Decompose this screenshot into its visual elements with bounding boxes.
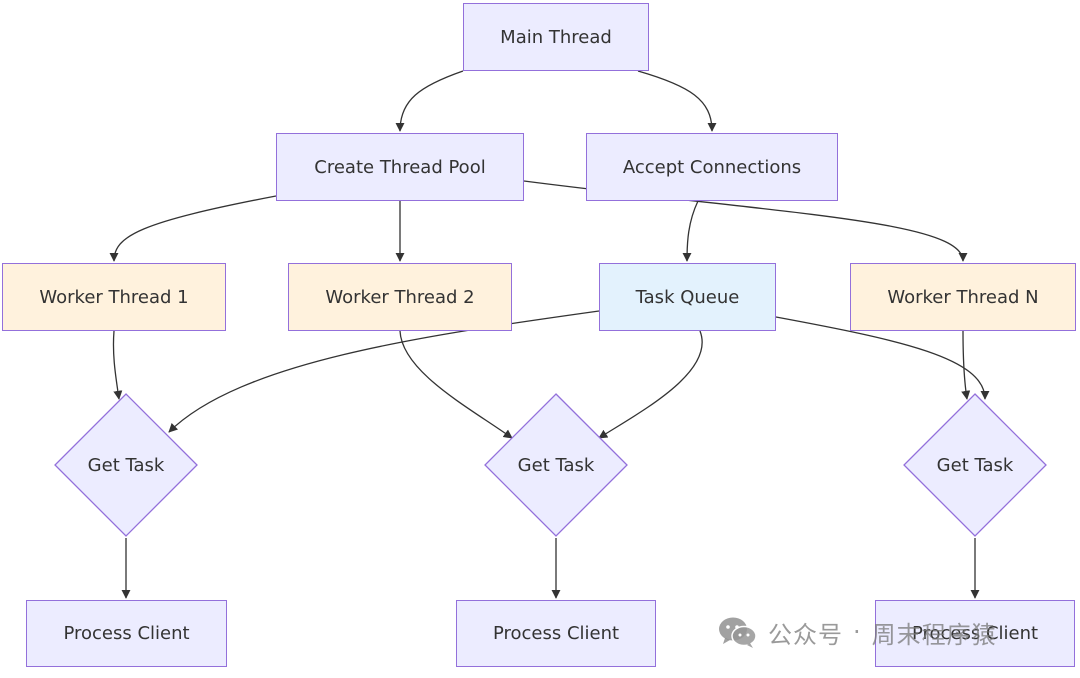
node-process-client-1: Process Client [26,600,227,667]
edge-pool-to-worker-1 [109,195,277,262]
node-process-client-3-label: Process Client [911,623,1039,644]
node-get-task-2-label: Get Task [517,454,595,476]
node-get-task-2: Get Task [484,393,628,537]
node-get-task-3: Get Task [903,393,1047,537]
edge-queue-to-get-task-1 [168,310,600,433]
node-create-thread-pool: Create Thread Pool [276,133,524,201]
edge-worker-2-to-get-task-2 [399,330,513,439]
edge-worker-1-to-get-task-1 [112,330,123,400]
edge-main-to-accept [637,70,717,132]
diamond-shape [54,393,198,537]
node-process-client-3: Process Client [875,600,1075,667]
node-process-client-1-label: Process Client [63,623,190,644]
node-create-thread-pool-label: Create Thread Pool [314,156,486,178]
node-worker-thread-2: Worker Thread 2 [288,263,512,331]
node-worker-thread-n: Worker Thread N [850,263,1076,331]
node-worker-thread-1-label: Worker Thread 1 [39,286,189,308]
node-get-task-1: Get Task [54,393,198,537]
node-worker-thread-1: Worker Thread 1 [2,263,226,331]
node-get-task-1-label: Get Task [87,454,165,476]
node-task-queue-label: Task Queue [635,286,740,308]
node-get-task-3-label: Get Task [936,454,1014,476]
node-worker-thread-n-label: Worker Thread N [887,286,1039,308]
edge-accept-to-queue [682,200,699,262]
node-process-client-2: Process Client [456,600,656,667]
node-accept-connections-label: Accept Connections [622,156,802,178]
node-accept-connections: Accept Connections [586,133,838,201]
edge-worker-n-to-get-task-3 [961,330,971,400]
node-process-client-2-label: Process Client [492,623,620,644]
edge-queue-to-get-task-3 [775,316,990,400]
node-main-thread-label: Main Thread [500,26,612,48]
node-task-queue: Task Queue [599,263,776,331]
diamond-shape [484,393,628,537]
edge-main-to-create-pool [395,70,464,132]
node-worker-thread-2-label: Worker Thread 2 [325,286,475,308]
node-main-thread: Main Thread [463,3,649,71]
edge-queue-to-get-task-2 [598,330,703,439]
diamond-shape [903,393,1047,537]
